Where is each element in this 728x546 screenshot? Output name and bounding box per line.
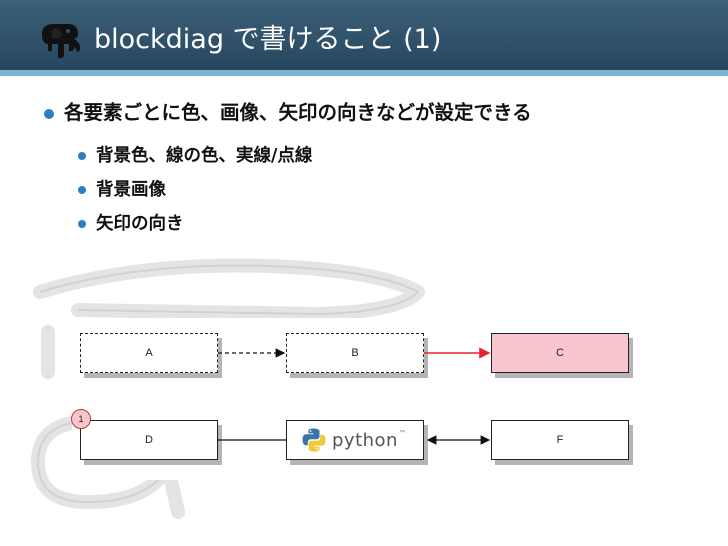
python-logo-icon [302,428,326,452]
bullet-main: 各要素ごとに色、画像、矢印の向きなどが設定できる [44,96,532,125]
elephant-logo-icon [42,24,80,58]
bullet-dot-icon [78,186,86,194]
blockdiag-example: A B C D python ™ F 1 [71,318,650,480]
node-c: C [491,333,629,373]
python-logo-text: python [332,429,398,451]
numbered-badge: 1 [71,409,91,429]
sub-bullet-2: 背景画像 [78,176,166,201]
node-python: python ™ [286,420,424,460]
python-tm-mark: ™ [398,430,405,436]
node-a: A [80,333,218,373]
node-f: F [491,420,629,460]
bullet-dot-icon [44,108,54,119]
slide-title: blockdiag で書けること (1) [94,24,442,55]
sub-bullet-text: 背景画像 [96,180,166,200]
sub-bullet-1: 背景色、線の色、実線/点線 [78,142,312,167]
sub-bullet-3: 矢印の向き [78,210,184,235]
node-d: D [80,420,218,460]
sub-bullet-text: 矢印の向き [96,214,184,234]
bullet-main-text: 各要素ごとに色、画像、矢印の向きなどが設定できる [64,101,532,124]
node-b: B [286,333,424,373]
title-bar: blockdiag で書けること (1) [0,0,728,76]
bullet-dot-icon [78,220,86,228]
title-bar-stripe [0,70,728,76]
sub-bullet-text: 背景色、線の色、実線/点線 [96,146,313,166]
bullet-dot-icon [78,152,86,160]
diagram-edges [218,347,491,445]
